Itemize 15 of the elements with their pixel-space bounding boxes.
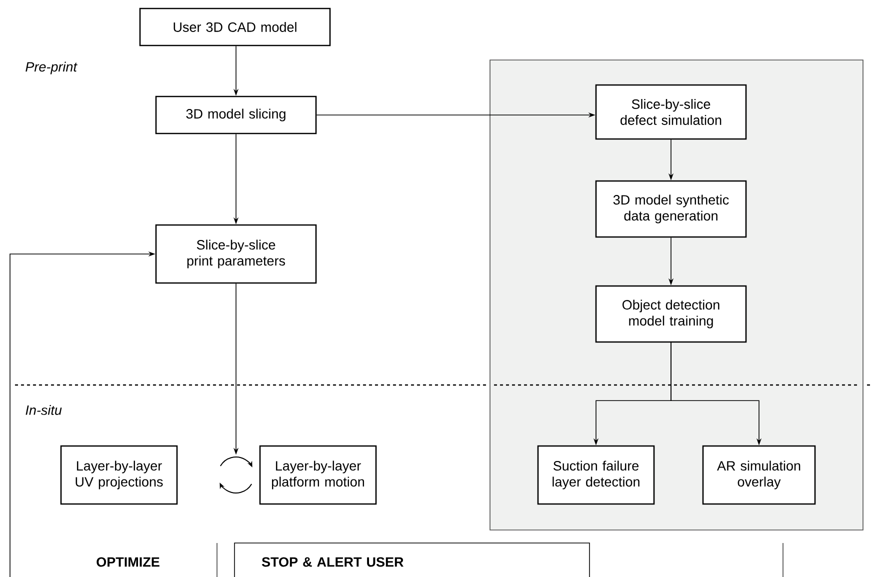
process-box: 3D model slicing [155,96,317,134]
process-box: Suction failure layer detection [537,445,655,505]
process-box: Slice-by-slice print parameters [155,224,317,284]
phase-label: In-situ [26,405,62,415]
process-box: Layer-by-layer platform motion [259,445,377,505]
process-box: Object detection model training [595,285,747,343]
alert-box: STOP & ALERT USER [234,542,590,577]
process-box: AR simulation overlay [702,445,816,505]
process-box: User 3D CAD model [139,8,331,46]
process-box: 3D model synthetic data generation [595,180,747,238]
process-box: Layer-by-layer UV projections [60,445,178,505]
action-label: OPTIMIZE [96,557,160,567]
cycle-arrows-drawing [220,456,252,494]
process-box: Slice-by-slice defect simulation [595,84,747,140]
phase-label: Pre-print [26,62,78,74]
